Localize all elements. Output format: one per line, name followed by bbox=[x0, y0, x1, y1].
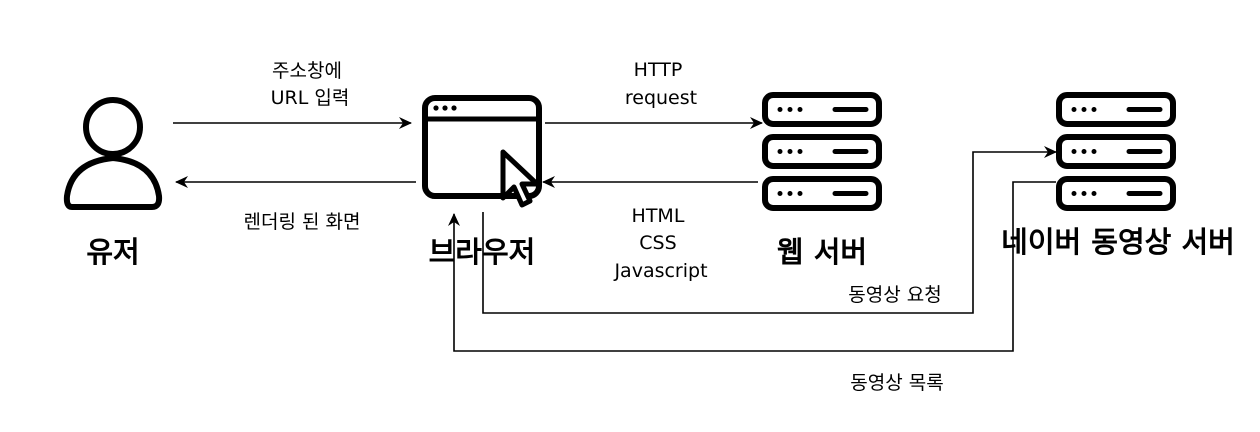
arrow-naver-server-to-browser bbox=[448, 181, 1056, 352]
edge-label-web-server-to-browser: HTML CSS Javascript bbox=[613, 205, 707, 282]
edge-label-naver-server-to-browser: 동영상 목록 bbox=[850, 372, 943, 394]
user-icon bbox=[63, 97, 163, 210]
browser-label: 브라우저 bbox=[429, 235, 536, 269]
edge-label-user-to-browser: 주소창에 URL 입력 bbox=[271, 60, 350, 109]
edge-label-browser-to-naver-server: 동영상 요청 bbox=[848, 284, 941, 306]
browser-window-icon bbox=[422, 95, 542, 199]
user-label: 유저 bbox=[86, 235, 139, 269]
web-server-icon bbox=[762, 92, 882, 211]
naver-video-server-label: 네이버 동영상 서버 bbox=[1001, 225, 1235, 259]
cursor-icon bbox=[500, 149, 540, 208]
naver-video-server-icon bbox=[1056, 92, 1176, 211]
web-server-label: 웹 서버 bbox=[777, 235, 867, 269]
edge-label-browser-to-user: 렌더링 된 화면 bbox=[244, 211, 361, 233]
edge-label-browser-to-web-server: HTTP request bbox=[625, 59, 697, 109]
arrow-browser-to-naver-server bbox=[482, 146, 1057, 314]
